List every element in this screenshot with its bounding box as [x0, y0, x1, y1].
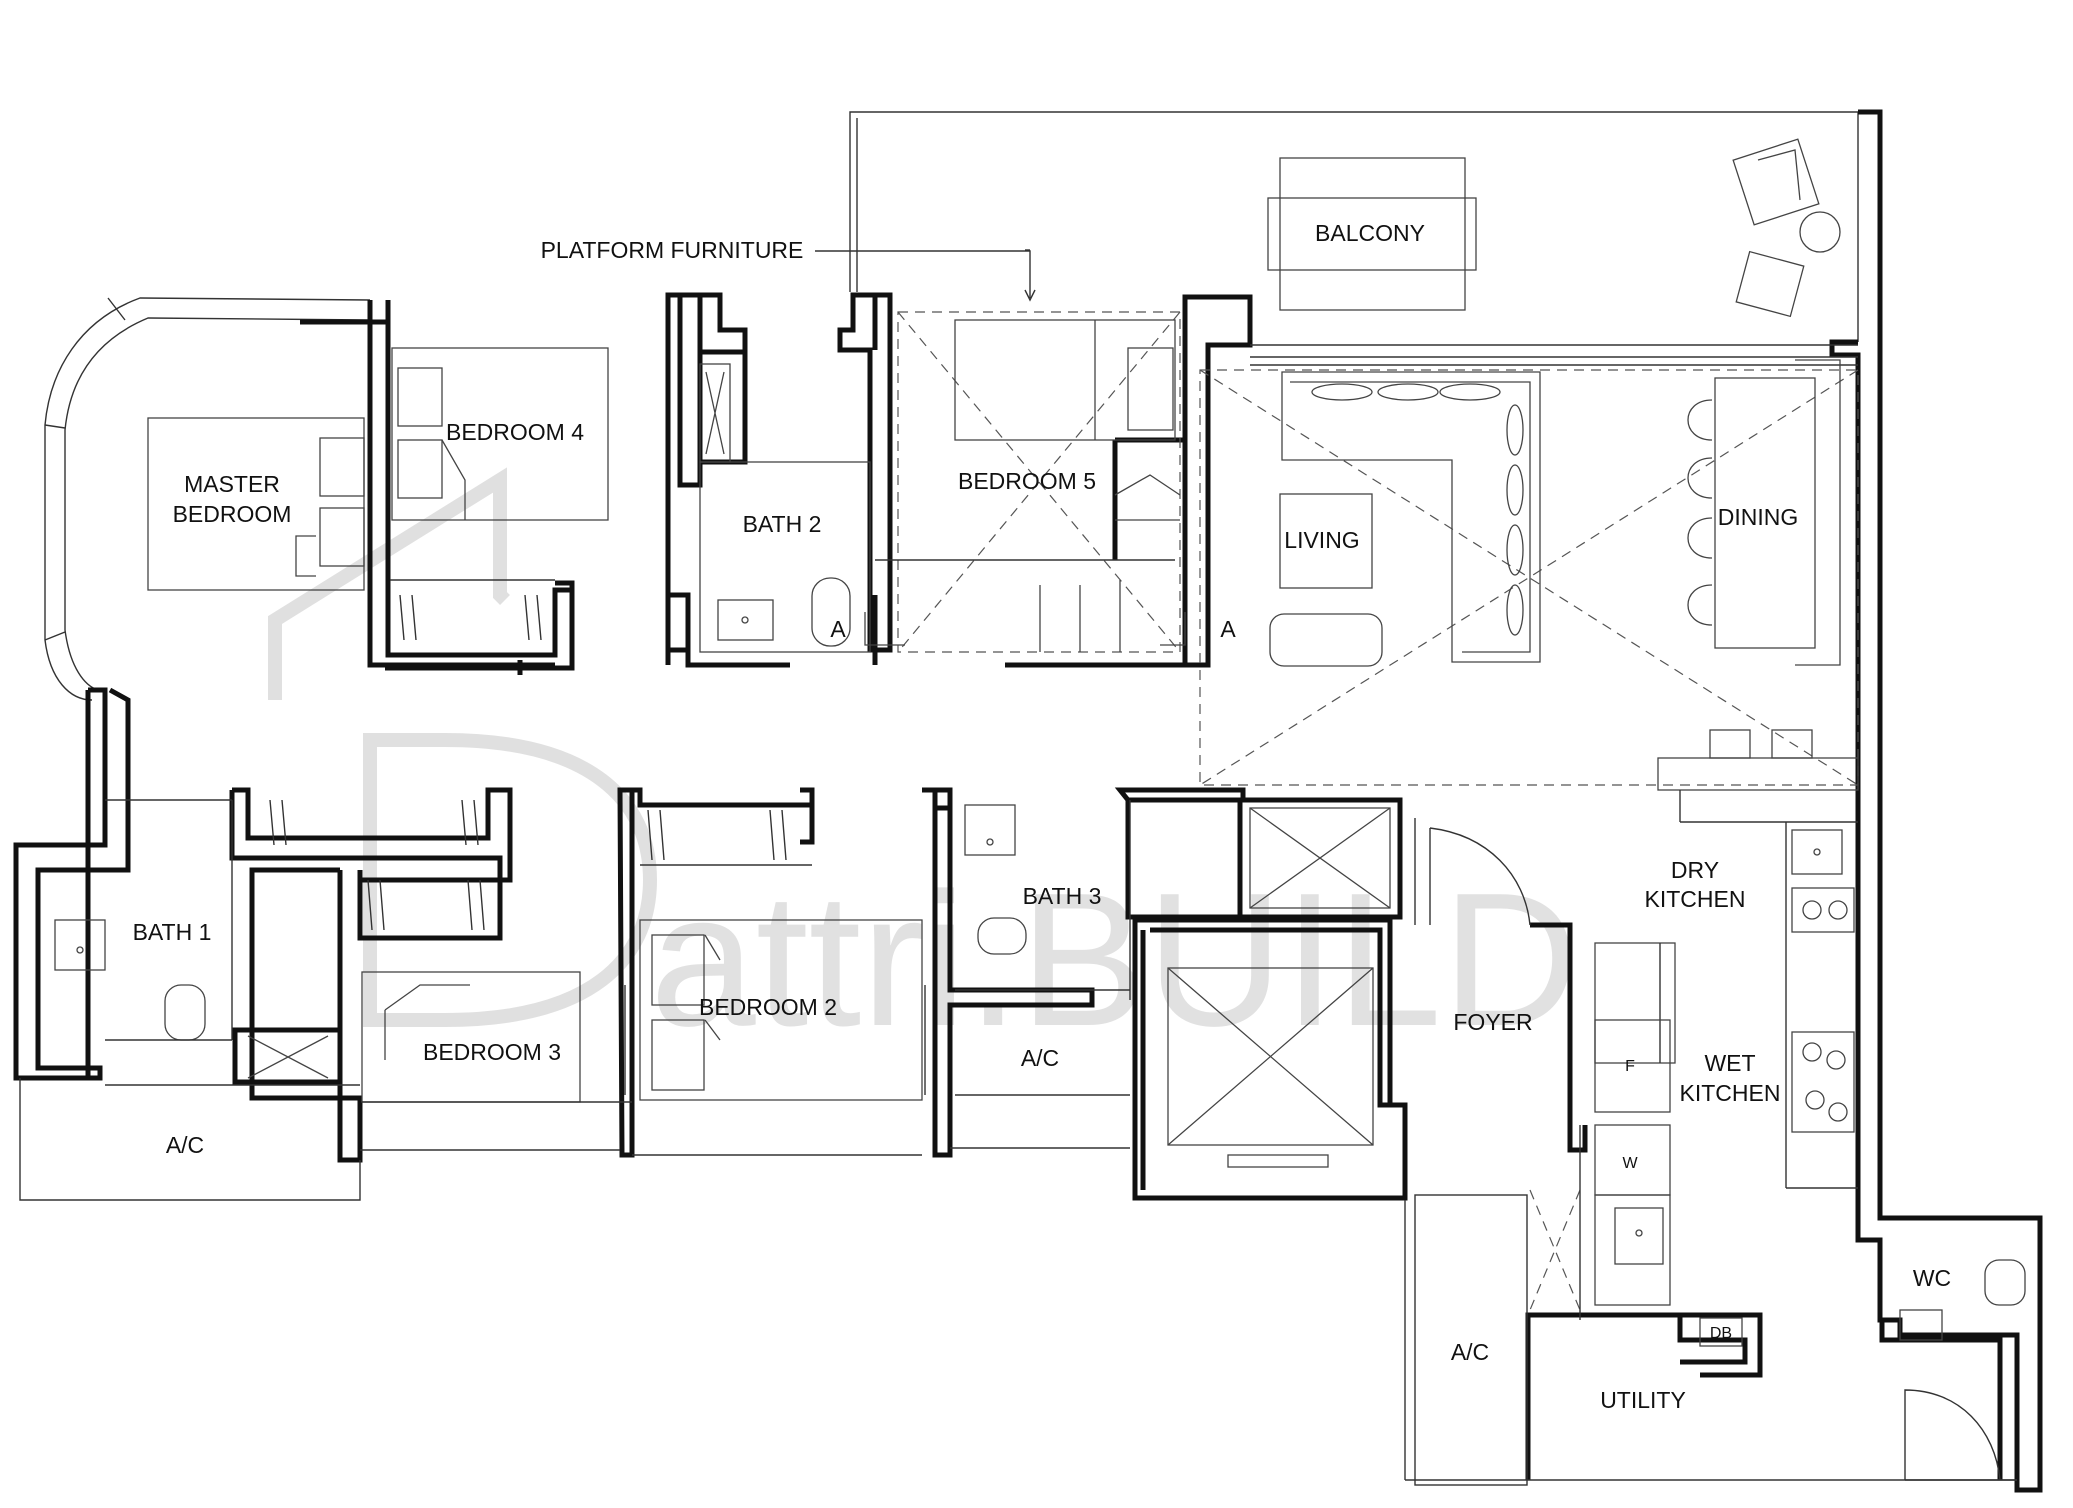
- bedroom-4-label: BEDROOM 4: [446, 419, 584, 445]
- wc-label: WC: [1913, 1265, 1951, 1291]
- bath-3-label: BATH 3: [1023, 883, 1102, 909]
- ac-ledge-2-label: A/C: [1021, 1045, 1059, 1071]
- balcony-label: BALCONY: [1315, 220, 1425, 246]
- living-label: LIVING: [1284, 527, 1359, 553]
- bath-2-label: BATH 2: [743, 511, 822, 537]
- dining-label: DINING: [1718, 504, 1799, 530]
- washer-label: W: [1622, 1155, 1638, 1172]
- fridge-label: F: [1625, 1058, 1635, 1075]
- section-marker-left: A: [830, 616, 846, 642]
- foyer-label: FOYER: [1453, 1009, 1532, 1035]
- bedroom-5-label: BEDROOM 5: [958, 468, 1096, 494]
- utility-label: UTILITY: [1600, 1387, 1686, 1413]
- dry-kitchen-label-line1: DRY: [1671, 857, 1719, 883]
- watermark: attri.BUILD: [268, 467, 1579, 1066]
- ac-ledge-3-label: A/C: [1451, 1339, 1489, 1365]
- master-bedroom-label-line2: BEDROOM: [173, 501, 292, 527]
- distribution-board-label: DB: [1710, 1325, 1732, 1342]
- platform-furniture-label: PLATFORM FURNITURE: [541, 237, 804, 263]
- room-labels: BALCONY MASTER BEDROOM BEDROOM 4 BATH 2 …: [133, 220, 1952, 1413]
- exterior-walls: [13, 109, 2043, 1493]
- section-marker-right: A: [1220, 616, 1236, 642]
- master-bedroom-label-line1: MASTER: [184, 471, 280, 497]
- bedroom-3-label: BEDROOM 3: [423, 1039, 561, 1065]
- interior-walls: [85, 292, 1763, 1480]
- balcony-area: [849, 111, 1859, 342]
- fixtures: A A PLATFORM FURNITURE: [19, 237, 2026, 1486]
- bedroom-2-label: BEDROOM 2: [699, 994, 837, 1020]
- ac-ledge-1-label: A/C: [166, 1132, 204, 1158]
- wet-kitchen-label-line1: WET: [1704, 1050, 1755, 1076]
- wet-kitchen-label-line2: KITCHEN: [1680, 1080, 1781, 1106]
- bath-1-label: BATH 1: [133, 919, 212, 945]
- watermark-text: attri.BUILD: [650, 854, 1579, 1066]
- dry-kitchen-label-line2: KITCHEN: [1645, 886, 1746, 912]
